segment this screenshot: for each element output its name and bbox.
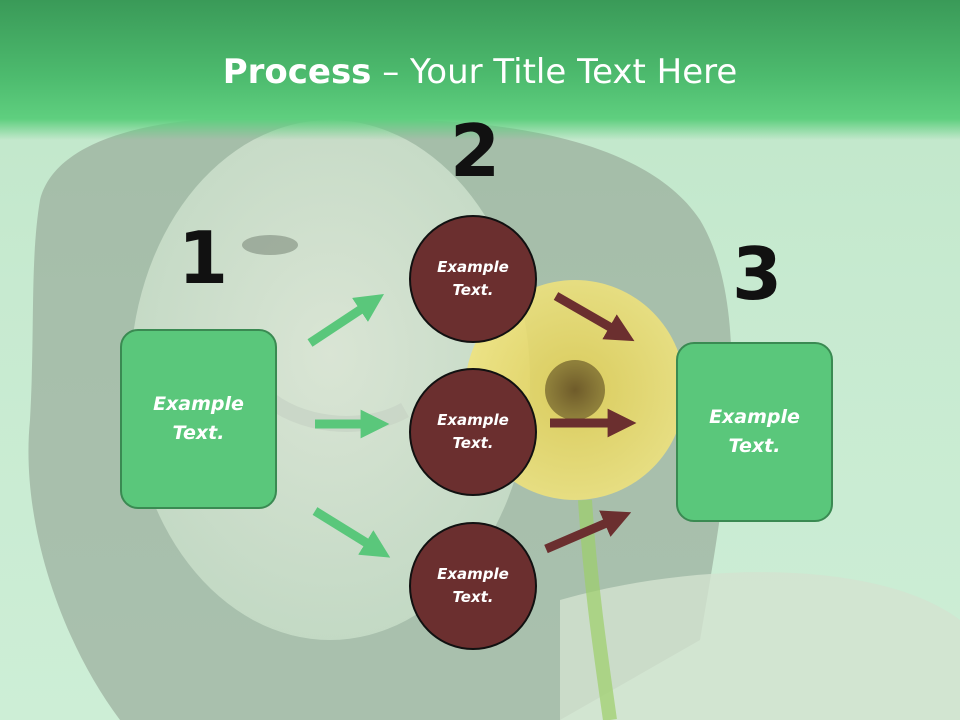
maroon-arrow-up	[544, 510, 632, 554]
green-arrow-up	[307, 294, 385, 347]
title-bold: Process	[222, 52, 372, 92]
maroon-arrow-down	[553, 292, 635, 342]
circle-text: Example Text.	[437, 411, 509, 452]
step-1-box: Example Text.	[120, 329, 277, 509]
circle-text: Example Text.	[437, 258, 509, 299]
step-3-box: Example Text.	[676, 342, 833, 522]
step-3-text: Example Text.	[709, 406, 800, 457]
title-bar: Process – Your Title Text Here	[0, 0, 960, 140]
step-2-circle-bottom: Example Text.	[409, 522, 537, 650]
step-2-circle-middle: Example Text.	[409, 368, 537, 496]
circle-text: Example Text.	[437, 565, 509, 606]
step-number-2: 2	[450, 109, 501, 193]
green-arrow-down	[312, 507, 391, 558]
step-2-circle-top: Example Text.	[409, 215, 537, 343]
step-number-1: 1	[178, 216, 229, 300]
step-number-3: 3	[732, 232, 783, 316]
slide-title: Process – Your Title Text Here	[0, 52, 960, 92]
step-1-text: Example Text.	[153, 393, 244, 444]
title-rest: – Your Title Text Here	[371, 52, 738, 92]
